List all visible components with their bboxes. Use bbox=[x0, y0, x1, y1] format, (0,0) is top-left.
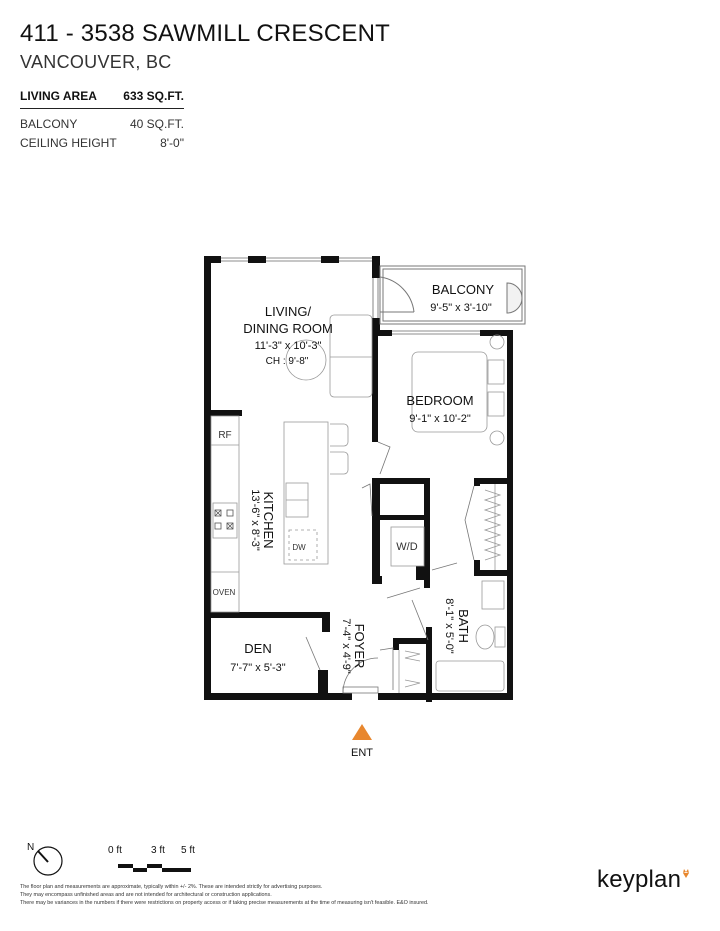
disclaimer-line: The floor plan and measurements are appr… bbox=[20, 884, 323, 890]
property-city: VANCOUVER, BC bbox=[20, 52, 172, 72]
balcony-dims: 9'-5" x 3'-10" bbox=[430, 302, 492, 314]
bath-label: BATH bbox=[456, 609, 471, 643]
property-address: 411 - 3538 SAWMILL CRESCENT bbox=[20, 20, 390, 47]
foyer-label: FOYER bbox=[352, 624, 367, 669]
bedroom-dims: 9'-1" x 10'-2" bbox=[409, 413, 471, 425]
kitchen-label: KITCHEN bbox=[261, 491, 276, 548]
fridge-label: RF bbox=[218, 430, 231, 441]
walls bbox=[204, 256, 513, 702]
foyer-dims: 7'-4" x 4'-9" bbox=[340, 618, 352, 674]
bedroom-label: BEDROOM bbox=[406, 393, 473, 408]
entrance-arrow-icon bbox=[352, 724, 372, 740]
scale-bar bbox=[118, 864, 191, 872]
scale-tick-0: 0 ft bbox=[108, 845, 122, 856]
disclaimer-line: They may encompass unfinished areas and … bbox=[20, 892, 272, 898]
living-dims: 11'-3" x 10'-3" bbox=[255, 340, 322, 352]
compass-north-label: N bbox=[27, 842, 34, 853]
den-label: DEN bbox=[244, 641, 271, 656]
spec-ceiling-height: CEILING HEIGHT 8'-0" bbox=[20, 133, 184, 152]
washer-dryer-label: W/D bbox=[396, 541, 417, 553]
spec-balcony: BALCONY 40 SQ.FT. bbox=[20, 114, 184, 133]
scale-tick-3: 3 ft bbox=[151, 845, 165, 856]
balcony-label: BALCONY bbox=[432, 282, 494, 297]
specs-table: LIVING AREA 633 SQ.FT. BALCONY 40 SQ.FT.… bbox=[20, 87, 184, 152]
spec-value: 40 SQ.FT. bbox=[129, 116, 184, 131]
den-dims: 7'-7" x 5'-3" bbox=[230, 662, 286, 674]
spec-living-area: LIVING AREA 633 SQ.FT. bbox=[20, 87, 184, 109]
spec-label: LIVING AREA bbox=[20, 88, 97, 103]
oven-label: OVEN bbox=[213, 588, 236, 597]
disclaimer-line: There may be variances in the numbers if… bbox=[20, 900, 429, 906]
north-compass-icon bbox=[33, 846, 63, 876]
living-ceiling: CH : 9'-8" bbox=[266, 356, 309, 367]
spec-value: 633 SQ.FT. bbox=[123, 88, 184, 103]
bath-dims: 8'-1" x 5'-0" bbox=[443, 598, 455, 654]
spec-value: 8'-0" bbox=[160, 135, 184, 150]
kitchen-dims: 13'-6" x 8'-3" bbox=[249, 489, 261, 551]
furniture bbox=[210, 314, 506, 693]
room-labels: LIVING/ DINING ROOM 11'-3" x 10'-3" CH :… bbox=[213, 282, 495, 674]
scale-tick-5: 5 ft bbox=[181, 845, 195, 856]
living-label-line1: LIVING/ bbox=[265, 304, 312, 319]
living-label-line2: DINING ROOM bbox=[243, 321, 333, 336]
keyplan-logo-mark-icon bbox=[683, 869, 689, 878]
windows bbox=[221, 257, 480, 335]
cooktop-icon bbox=[214, 509, 234, 530]
balcony-outline bbox=[379, 265, 526, 325]
dishwasher-label: DW bbox=[292, 543, 306, 552]
spec-label: CEILING HEIGHT bbox=[20, 135, 117, 150]
disclaimer: The floor plan and measurements are appr… bbox=[20, 883, 429, 907]
spec-label: BALCONY bbox=[20, 116, 78, 131]
keyplan-logo: keyplan bbox=[597, 866, 682, 893]
doors bbox=[305, 441, 475, 694]
entrance-label: ENT bbox=[351, 747, 373, 759]
